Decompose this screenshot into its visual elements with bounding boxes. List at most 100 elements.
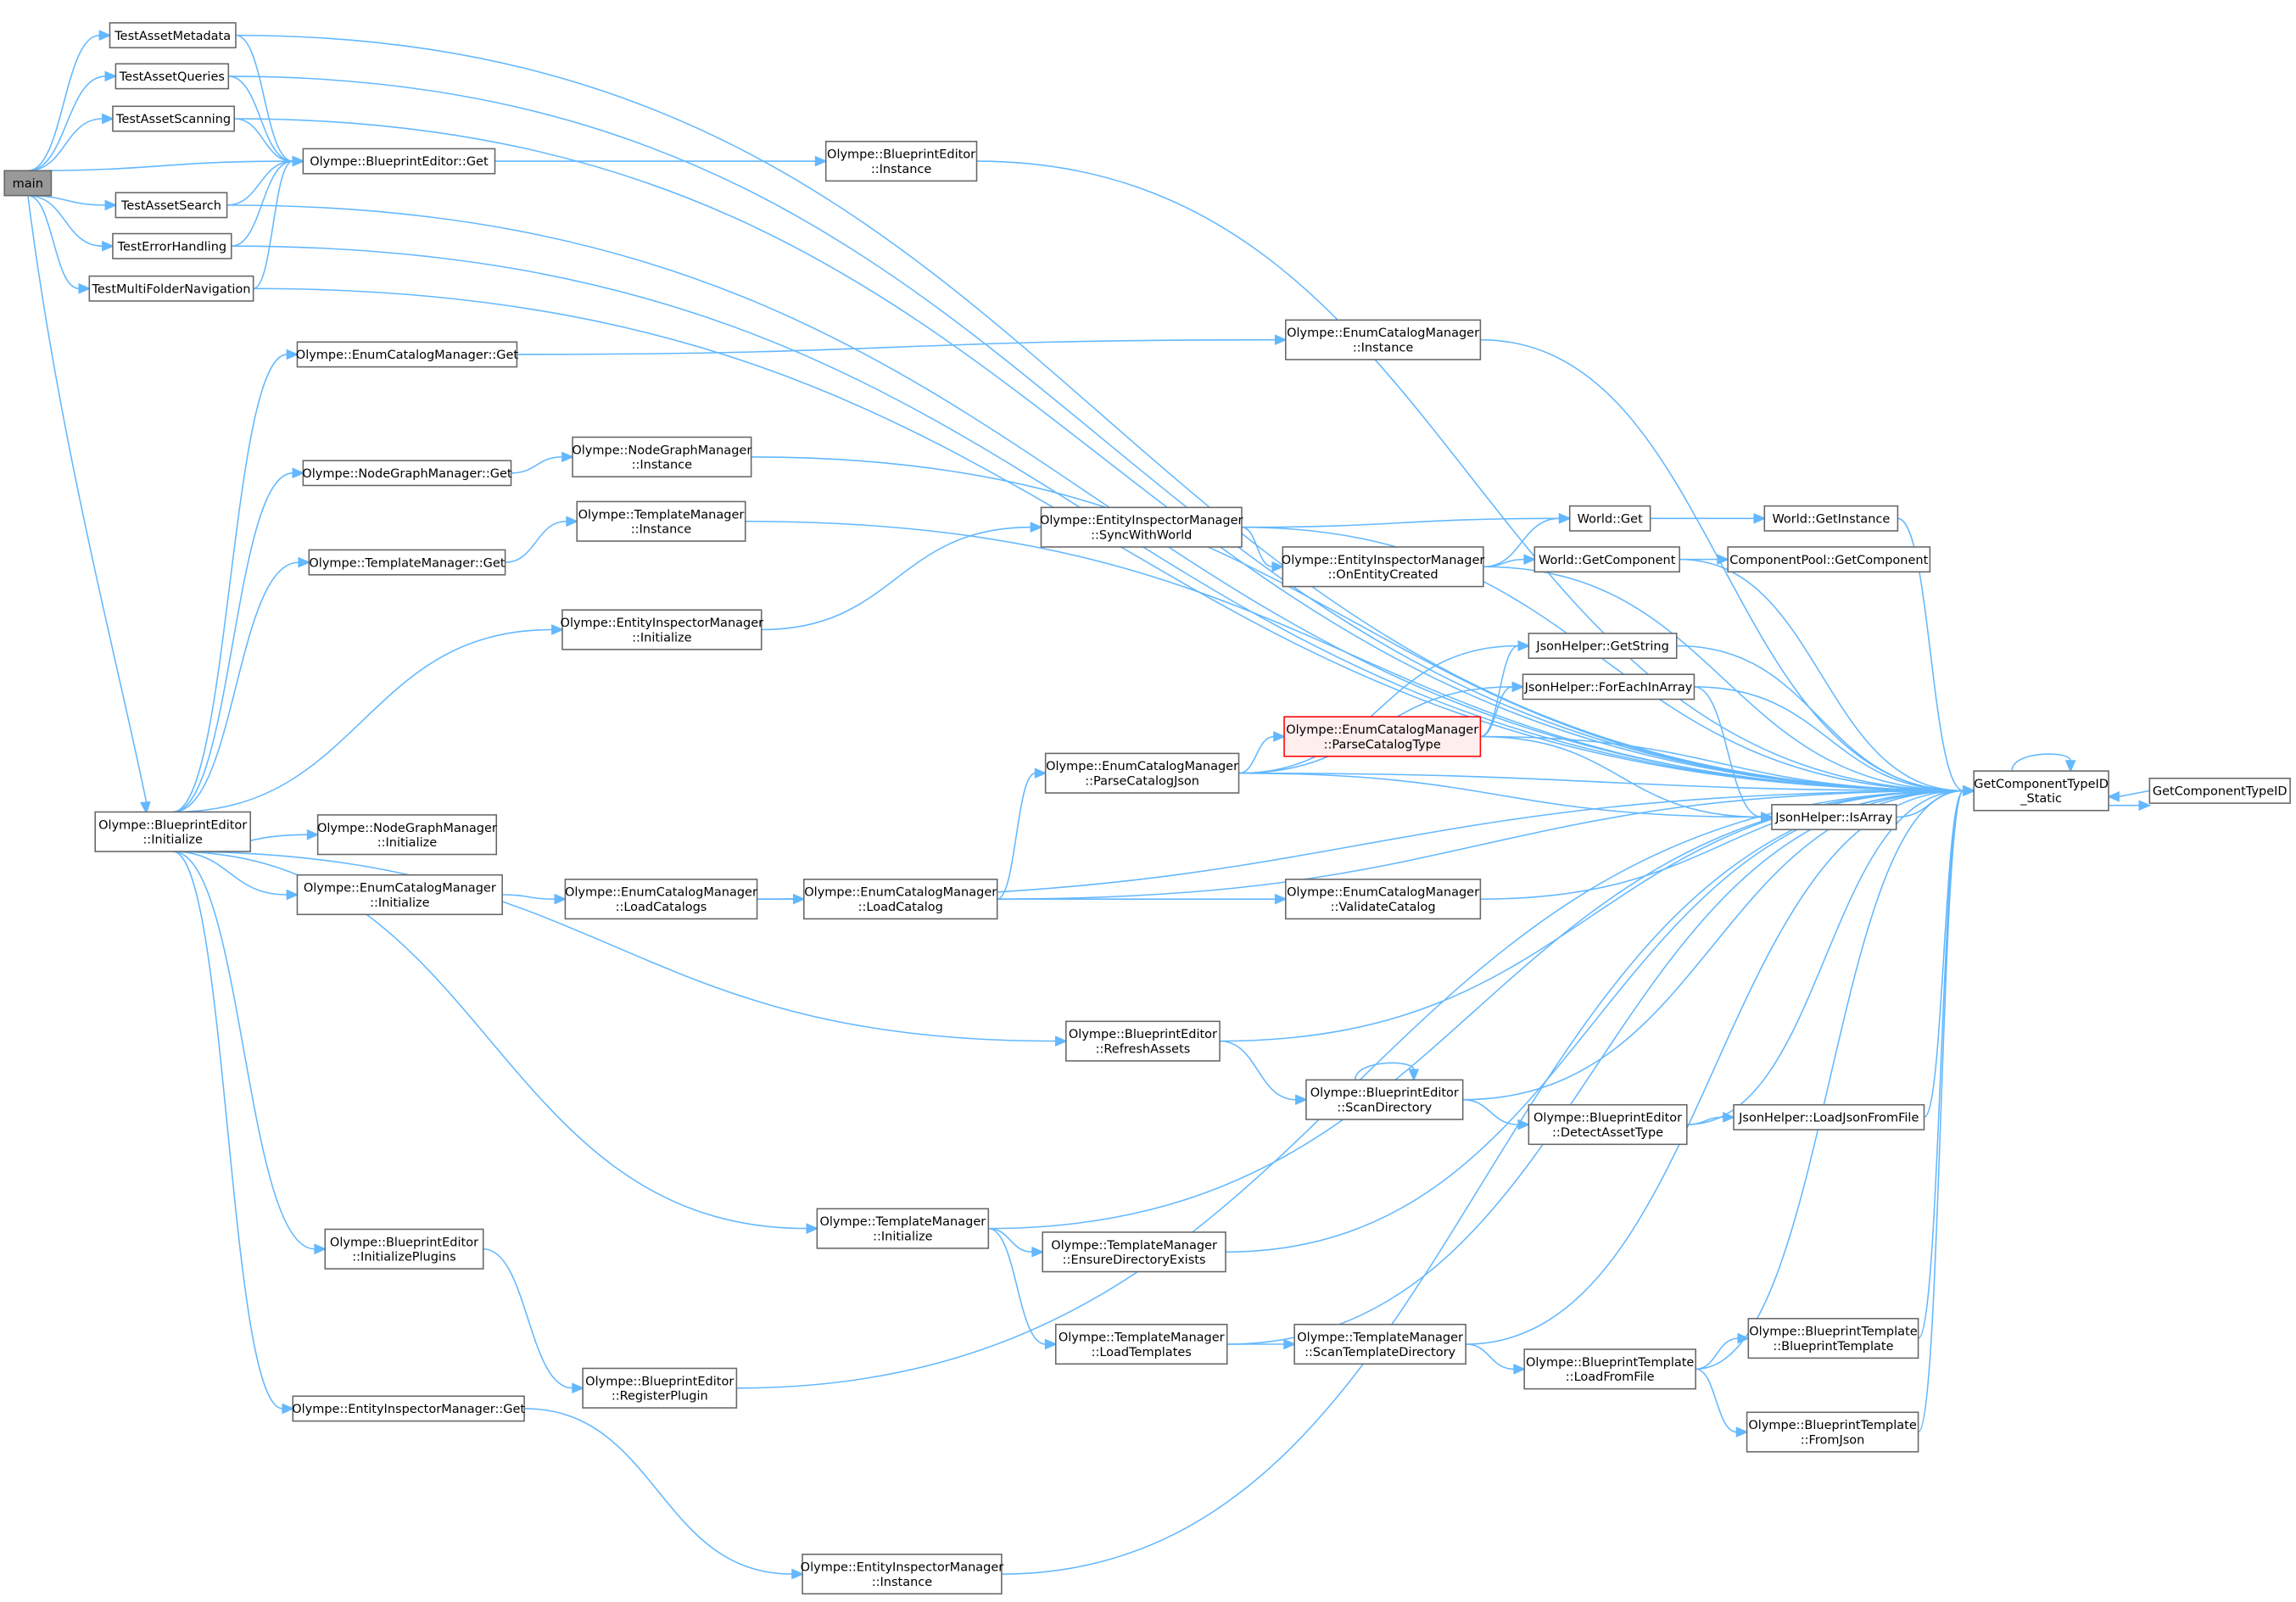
arrowhead <box>1723 1112 1736 1123</box>
node-eiminst[interactable]: Olympe::EntityInspectorManager::Instance <box>801 1553 1004 1595</box>
node-ecmvc[interactable]: Olympe::EnumCatalogManager::ValidateCata… <box>1285 879 1482 920</box>
node-eimsync[interactable]: Olympe::EntityInspectorManager::SyncWith… <box>1040 506 1243 548</box>
node-btfj[interactable]: Olympe::BlueprintTemplate::FromJson <box>1746 1411 1919 1453</box>
node-main[interactable]: main <box>3 170 53 197</box>
node-label: Olympe::NodeGraphManager::Get <box>302 467 512 481</box>
call-edge-eimoec-to-wget <box>1483 517 1560 568</box>
call-edge-beinit-to-bera <box>172 851 1056 1042</box>
call-edge-main-to-tam <box>27 34 100 172</box>
node-ecmpcj[interactable]: Olympe::EnumCatalogManager::ParseCatalog… <box>1044 752 1240 794</box>
node-label: ::EnsureDirectoryExists <box>1063 1253 1206 1267</box>
call-edge-beinit-to-ecmget <box>172 354 288 813</box>
arrowhead <box>2064 760 2076 773</box>
arrowhead <box>282 1403 295 1415</box>
node-ecmget[interactable]: Olympe::EnumCatalogManager::Get <box>296 341 519 368</box>
node-gcti[interactable]: GetComponentTypeID <box>2148 777 2291 804</box>
node-taq[interactable]: TestAssetQueries <box>115 63 230 90</box>
node-tam[interactable]: TestAssetMetadata <box>109 22 237 49</box>
node-tmlt[interactable]: Olympe::TemplateManager::LoadTemplates <box>1054 1323 1228 1365</box>
node-box <box>1065 1020 1221 1062</box>
node-tas[interactable]: TestAssetScanning <box>112 105 236 132</box>
node-beip[interactable]: Olympe::BlueprintEditor::InitializePlugi… <box>324 1228 484 1270</box>
node-tmf[interactable]: TestMultiFolderNavigation <box>88 275 254 302</box>
node-eimget[interactable]: Olympe::EntityInspectorManager::Get <box>292 1395 525 1422</box>
node-ngminst[interactable]: Olympe::NodeGraphManager::Instance <box>572 436 752 477</box>
node-jhgs[interactable]: JsonHelper::GetString <box>1528 633 1678 659</box>
node-label: ::ParseCatalogJson <box>1085 775 1199 789</box>
node-tmget[interactable]: Olympe::TemplateManager::Get <box>308 549 506 576</box>
node-jhljf[interactable]: JsonHelper::LoadJsonFromFile <box>1733 1103 1925 1130</box>
node-label: Olympe::EnumCatalogManager <box>1287 327 1479 340</box>
arrowhead <box>814 155 828 167</box>
node-beinit[interactable]: Olympe::BlueprintEditor::Initialize <box>94 811 251 852</box>
node-label: JsonHelper::GetString <box>1535 640 1668 654</box>
node-box <box>115 192 228 219</box>
arrowhead <box>298 556 311 568</box>
node-tase[interactable]: TestAssetSearch <box>115 192 228 219</box>
node-box <box>1283 716 1482 757</box>
node-ecminit[interactable]: Olympe::EnumCatalogManager::Initialize <box>296 874 503 916</box>
call-edge-tmstd-to-gctis <box>1466 790 1964 1345</box>
node-beget[interactable]: Olympe::BlueprintEditor::Get <box>302 148 496 175</box>
node-ngmget[interactable]: Olympe::NodeGraphManager::Get <box>302 460 512 487</box>
node-box <box>316 814 498 856</box>
node-teh[interactable]: TestErrorHandling <box>112 232 232 260</box>
node-beinst[interactable]: Olympe::BlueprintEditor::Instance <box>824 140 978 182</box>
node-ecmlc[interactable]: Olympe::EnumCatalogManager::LoadCatalog <box>803 879 998 920</box>
node-ngminit[interactable]: Olympe::NodeGraphManager::Initialize <box>316 814 498 856</box>
node-label: Olympe::TemplateManager <box>1059 1331 1225 1345</box>
node-label: ComponentPool::GetComponent <box>1729 554 1928 567</box>
call-edge-gcti-to-gctis <box>2118 790 2150 798</box>
node-eimoec[interactable]: Olympe::EntityInspectorManager::OnEntity… <box>1282 546 1485 588</box>
node-label: ::RefreshAssets <box>1096 1042 1191 1056</box>
node-box <box>1973 770 2109 812</box>
node-jhia[interactable]: JsonHelper::IsArray <box>1771 804 1897 830</box>
call-edge-main-to-teh <box>27 194 103 247</box>
call-edge-jhgs-to-gctis <box>1676 645 1964 792</box>
node-label: TestErrorHandling <box>117 240 227 254</box>
node-box <box>1528 633 1678 659</box>
node-eiminit[interactable]: Olympe::EntityInspectorManager::Initiali… <box>561 609 764 650</box>
node-wgetcomp[interactable]: World::GetComponent <box>1533 546 1680 573</box>
node-ecminst[interactable]: Olympe::EnumCatalogManager::Instance <box>1285 319 1482 360</box>
node-gctis[interactable]: GetComponentTypeID_Static <box>1973 770 2109 812</box>
node-box <box>3 170 53 197</box>
node-besd[interactable]: Olympe::BlueprintEditor::ScanDirectory <box>1305 1079 1464 1120</box>
node-ecmlcs[interactable]: Olympe::EnumCatalogManager::LoadCatalogs <box>564 879 758 920</box>
call-edge-ecmpcj-to-ecmpct <box>1238 735 1275 774</box>
call-edge-tas-to-beget <box>234 118 293 162</box>
node-label: ::ScanTemplateDirectory <box>1304 1346 1455 1359</box>
node-tmstd[interactable]: Olympe::TemplateManager::ScanTemplateDir… <box>1293 1323 1466 1365</box>
arrowhead <box>1717 554 1730 566</box>
arrowhead <box>292 467 305 479</box>
node-btbt[interactable]: Olympe::BlueprintTemplate::BlueprintTemp… <box>1747 1318 1919 1359</box>
arrowhead <box>2138 800 2152 812</box>
node-label: Olympe::TemplateManager::Get <box>309 556 505 570</box>
node-label: ::Instance <box>871 163 932 176</box>
node-box <box>292 1395 525 1422</box>
node-ecmpct[interactable]: Olympe::EnumCatalogManager::ParseCatalog… <box>1283 716 1482 757</box>
node-berp[interactable]: Olympe::BlueprintEditor::RegisterPlugin <box>582 1367 738 1409</box>
node-tminst[interactable]: Olympe::TemplateManager::Instance <box>576 500 746 542</box>
node-tmede[interactable]: Olympe::TemplateManager::EnsureDirectory… <box>1042 1231 1226 1273</box>
node-wget[interactable]: World::Get <box>1568 505 1651 532</box>
call-edge-eiminst-to-gctis <box>1001 790 1964 1575</box>
node-label: Olympe::EntityInspectorManager::Get <box>292 1403 525 1416</box>
node-cpgetcomp[interactable]: ComponentPool::GetComponent <box>1727 546 1931 573</box>
arrowhead <box>1735 1426 1749 1437</box>
call-edge-beinit-to-tminit <box>172 851 807 1230</box>
node-bera[interactable]: Olympe::BlueprintEditor::RefreshAssets <box>1065 1020 1221 1062</box>
node-label: Olympe::EntityInspectorManager <box>1040 514 1243 527</box>
node-label: Olympe::EnumCatalogManager <box>304 882 496 896</box>
node-box <box>1523 1348 1696 1390</box>
node-bedat[interactable]: Olympe::BlueprintEditor::DetectAssetType <box>1528 1103 1688 1146</box>
node-wgetinst[interactable]: World::GetInstance <box>1763 505 1899 532</box>
node-label: Olympe::BlueprintEditor <box>827 148 975 162</box>
node-tminit[interactable]: Olympe::TemplateManager::Initialize <box>816 1208 990 1249</box>
arrowhead <box>1274 893 1288 905</box>
node-box <box>302 460 512 487</box>
arrowhead <box>1523 554 1537 566</box>
node-btlff[interactable]: Olympe::BlueprintTemplate::LoadFromFile <box>1523 1348 1696 1390</box>
node-jhfe[interactable]: JsonHelper::ForEachInArray <box>1522 673 1695 701</box>
node-label: Olympe::BlueprintEditor <box>1310 1086 1459 1100</box>
